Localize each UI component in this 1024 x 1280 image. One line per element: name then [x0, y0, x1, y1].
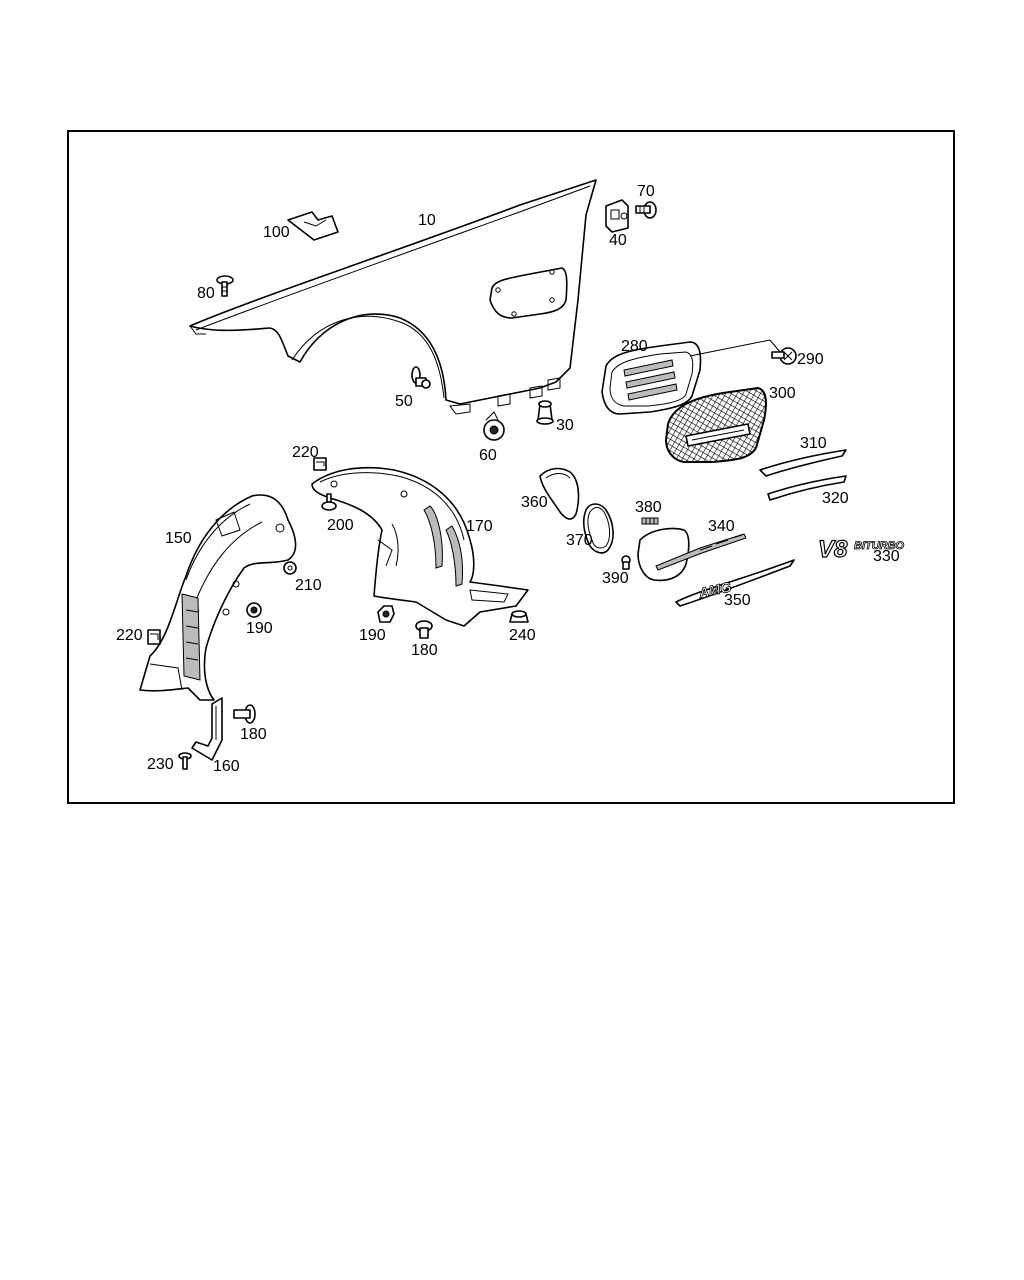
label-330: 330 — [873, 548, 900, 565]
label-380: 380 — [635, 499, 662, 516]
label-240: 240 — [509, 627, 536, 644]
nut-part-190a — [246, 602, 262, 618]
bracket-part-40 — [605, 199, 629, 233]
nut-part-240 — [509, 610, 529, 623]
clip-part-50 — [411, 366, 431, 389]
push-pin-part-180b — [415, 620, 433, 639]
label-10: 10 — [418, 212, 436, 229]
clip-part-220b — [313, 457, 327, 471]
emblem-housing-part-340 — [637, 527, 747, 582]
label-180a: 180 — [240, 726, 267, 743]
label-370: 370 — [566, 532, 593, 549]
screw-part-80 — [216, 275, 234, 297]
screw-part-390 — [621, 555, 631, 570]
label-210: 210 — [295, 577, 322, 594]
label-220b: 220 — [292, 444, 319, 461]
trim-strip-part-310 — [759, 449, 847, 477]
label-190b: 190 — [359, 627, 386, 644]
label-390: 390 — [602, 570, 629, 587]
model-script-text: AMG — [696, 578, 732, 601]
label-280: 280 — [621, 338, 648, 355]
fender-part — [189, 179, 597, 415]
label-200: 200 — [327, 517, 354, 534]
label-80: 80 — [197, 285, 215, 302]
v8-biturbo-badge-part-330: V8 BITURBO — [817, 535, 905, 563]
model-badge-part-350: AMG — [675, 559, 795, 607]
label-320: 320 — [822, 490, 849, 507]
callout-labels: 10 30 40 50 60 70 80 100 150 160 170 180… — [116, 183, 900, 775]
label-290: 290 — [797, 351, 824, 368]
label-50: 50 — [395, 393, 413, 410]
label-360: 360 — [521, 494, 548, 511]
label-310: 310 — [800, 435, 827, 452]
label-180b: 180 — [411, 642, 438, 659]
washer-part-210 — [283, 561, 297, 575]
push-pin-part-180a — [233, 704, 256, 724]
nut-part-190b — [377, 605, 395, 623]
label-160: 160 — [213, 758, 240, 775]
label-220a: 220 — [116, 627, 143, 644]
strip-part-160 — [191, 697, 223, 761]
nut-part-60 — [483, 411, 505, 441]
label-230: 230 — [147, 756, 174, 773]
vent-grille-part-300 — [664, 386, 767, 463]
screw-part-290 — [771, 347, 797, 365]
wheel-liner-part-170 — [311, 466, 529, 627]
badge-biturbo-text: BITURBO — [854, 540, 905, 552]
label-300: 300 — [769, 385, 796, 402]
wheel-liner-part-150 — [139, 494, 297, 701]
label-350: 350 — [724, 592, 751, 609]
trim-strip-part-320 — [767, 475, 847, 501]
label-340: 340 — [708, 518, 735, 535]
gasket-part-370 — [583, 503, 614, 554]
label-100: 100 — [263, 224, 290, 241]
pad-part-100 — [287, 211, 339, 241]
label-70: 70 — [637, 183, 655, 200]
label-40: 40 — [609, 232, 627, 249]
side-marker-part-360 — [539, 467, 580, 520]
rivet-part-200 — [321, 493, 337, 511]
clip-part-220a — [147, 629, 161, 645]
clip-part-380 — [641, 517, 659, 525]
plug-part-30 — [536, 400, 554, 425]
label-60: 60 — [479, 447, 497, 464]
label-170: 170 — [466, 518, 493, 535]
bolt-part-70 — [635, 201, 657, 219]
screw-part-230 — [178, 752, 192, 770]
label-150: 150 — [165, 530, 192, 547]
vent-frame-part-280 — [601, 339, 781, 415]
label-30: 30 — [556, 417, 574, 434]
label-190a: 190 — [246, 620, 273, 637]
badge-v8-text: V8 — [818, 536, 848, 563]
